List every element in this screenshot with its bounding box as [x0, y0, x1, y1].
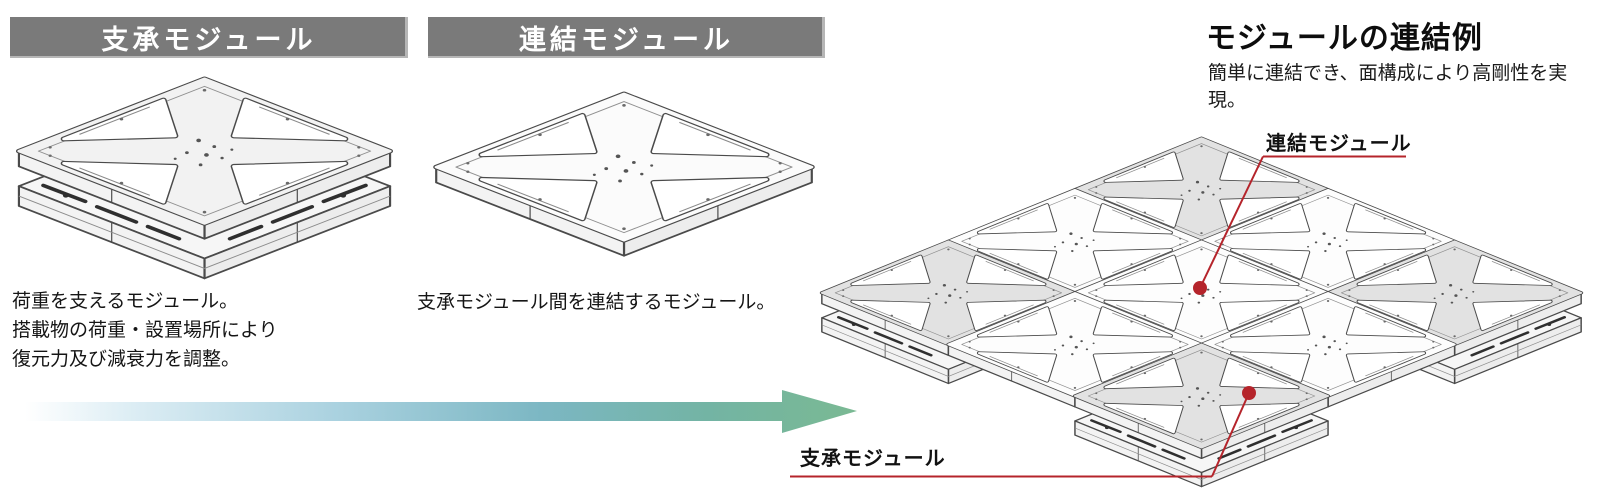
connection-example-title: モジュールの連結例 — [1206, 22, 1483, 55]
description-line: 搭載物の荷重・設置場所により — [12, 320, 278, 341]
description-line: 支承モジュール間を連結するモジュール。 — [417, 292, 776, 313]
module-header-support: 支承モジュール — [10, 17, 408, 58]
connection-example-subtitle: 簡単に連結でき、面構成により高剛性を実現。 — [1208, 63, 1568, 111]
link-module-drawing — [428, 90, 820, 260]
description-line: 荷重を支えるモジュール。 — [12, 291, 239, 312]
module-header-link-label: 連結モジュール — [518, 25, 735, 55]
link-module-description: 支承モジュール間を連結するモジュール。 — [417, 288, 775, 317]
module-header-support-label: 支承モジュール — [101, 25, 317, 55]
description-line: 復元力及び減衰力を調整。 — [12, 349, 241, 370]
module-header-link: 連結モジュール — [428, 17, 825, 58]
support-module-drawing — [12, 73, 397, 283]
callout-label-link: 連結モジュール — [1266, 133, 1412, 155]
flow-arrow-icon — [25, 390, 857, 433]
callout-label-support: 支承モジュール — [800, 448, 946, 470]
support-module-description: 荷重を支えるモジュール。 搭載物の荷重・設置場所により 復元力及び減衰力を調整。 — [12, 287, 278, 374]
